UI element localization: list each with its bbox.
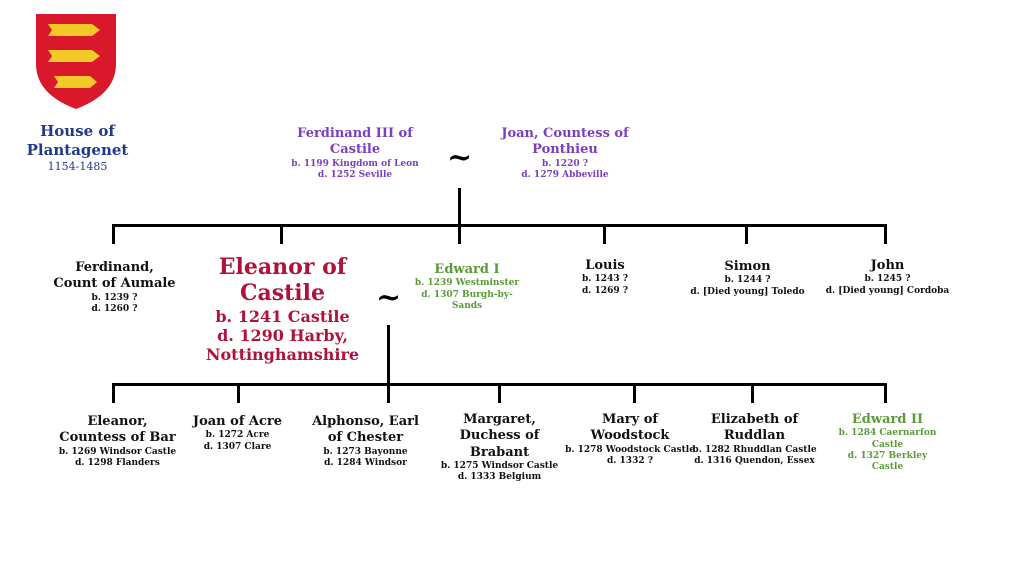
person-mary-woodstock: Mary of Woodstock b. 1278 Woodstock Cast… (565, 412, 695, 467)
house-title: House of Plantagenet 1154-1485 (20, 122, 135, 173)
drop-line (884, 383, 887, 403)
person-name: Louis (585, 258, 625, 273)
house-title-line1: House of (40, 122, 115, 140)
person-joan-of-acre: Joan of Acre b. 1272 Acre d. 1307 Clare (190, 414, 285, 453)
person-edward-i: Edward I b. 1239 Westminster d. 1307 Bur… (412, 262, 522, 312)
drop-line (280, 224, 283, 244)
person-died: d. 1332 ? (606, 455, 653, 466)
drop-line (603, 224, 606, 244)
person-born: b. 1272 Acre (205, 430, 270, 441)
person-died: d. 1260 ? (91, 303, 138, 314)
person-born: b. 1282 Rhuddlan Castle (692, 444, 817, 455)
person-louis: Louis b. 1243 ? d. 1269 ? (560, 258, 650, 297)
person-name: Ferdinand, Count of Aumale (53, 260, 176, 292)
person-born: b. 1275 Windsor Castle (440, 460, 559, 471)
marriage-symbol: ~ (447, 140, 473, 175)
person-died: d. 1333 Belgium (457, 472, 542, 482)
person-born: b. 1241 Castile (215, 306, 350, 326)
person-simon: Simon b. 1244 ? d. [Died young] Toledo (680, 259, 815, 298)
person-died: d. 1307 Burgh-by-Sands (421, 289, 513, 311)
person-died: d. [Died young] Toledo (690, 286, 805, 297)
person-name: Ferdinand III of Castile (297, 126, 413, 158)
person-name: Edward II (851, 412, 924, 427)
person-name: Elizabeth of Ruddlan (710, 412, 799, 444)
person-born: b. 1278 Woodstock Castle (565, 444, 695, 455)
person-died: d. 1269 ? (581, 285, 628, 296)
person-born: b. 1239 ? (91, 292, 138, 303)
person-born: b. 1273 Bayonne (323, 446, 408, 457)
person-born: b. 1284 Caernarfon Castle (838, 428, 937, 450)
person-eleanor-of-castile: Eleanor of Castile b. 1241 Castile d. 12… (180, 254, 385, 364)
person-born: b. 1199 Kingdom of Leon (291, 158, 419, 169)
house-years: 1154-1485 (47, 159, 108, 173)
drop-line (498, 383, 501, 403)
person-died: d. 1290 Harby, Nottinghamshire (205, 325, 360, 365)
person-name: Margaret, Duchess of Brabant (459, 412, 540, 460)
person-name: Simon (724, 259, 771, 274)
plantagenet-shield-logo (36, 14, 116, 109)
person-born: b. 1245 ? (864, 274, 911, 285)
person-joan-ponthieu: Joan, Countess of Ponthieu b. 1220 ? d. … (495, 126, 635, 181)
person-born: b. 1243 ? (581, 274, 628, 285)
person-died: d. [Died young] Cordoba (825, 285, 950, 296)
person-edward-ii: Edward II b. 1284 Caernarfon Castle d. 1… (835, 412, 940, 473)
person-elizabeth-ruddlan: Elizabeth of Ruddlan b. 1282 Rhuddlan Ca… (692, 412, 817, 467)
person-eleanor-bar: Eleanor, Countess of Bar b. 1269 Windsor… (55, 414, 180, 469)
person-name: Mary of Woodstock (590, 412, 670, 444)
person-died: d. 1279 Abbeville (521, 169, 609, 180)
drop-line (387, 383, 390, 403)
person-john: John b. 1245 ? d. [Died young] Cordoba (820, 258, 955, 297)
person-died: d. 1252 Seville (317, 169, 393, 180)
person-ferdinand-iii: Ferdinand III of Castile b. 1199 Kingdom… (285, 126, 425, 181)
person-ferdinand-aumale: Ferdinand, Count of Aumale b. 1239 ? d. … (52, 260, 177, 315)
generation2-bar (112, 224, 886, 227)
drop-line (112, 224, 115, 244)
person-name: Edward I (434, 262, 500, 277)
person-name: Eleanor of Castile (218, 254, 347, 307)
drop-line (458, 224, 461, 244)
person-died: d. 1316 Quendon, Essex (694, 455, 815, 466)
person-name: Joan, Countess of Ponthieu (501, 126, 629, 158)
person-name: Joan of Acre (192, 414, 283, 429)
person-born: b. 1269 Windsor Castle (58, 446, 177, 457)
person-born: b. 1244 ? (724, 275, 771, 286)
person-alphonso: Alphonso, Earl of Chester b. 1273 Bayonn… (303, 414, 428, 469)
person-born: b. 1220 ? (541, 158, 588, 169)
person-died: d. 1284 Windsor (324, 457, 407, 468)
person-died: d. 1327 Berkley Castle (847, 450, 928, 472)
person-born: b. 1239 Westminster (414, 278, 520, 289)
drop-line (884, 224, 887, 244)
person-name: Eleanor, Countess of Bar (59, 414, 176, 446)
person-name: John (870, 258, 905, 273)
person-died: d. 1307 Clare (203, 441, 272, 452)
house-title-line2: Plantagenet (26, 140, 129, 159)
parents-drop-line (458, 188, 461, 226)
drop-line (633, 383, 636, 403)
marriage-symbol: ~ (376, 280, 402, 315)
person-died: d. 1298 Flanders (75, 457, 160, 468)
couple-drop-line (387, 325, 390, 385)
drop-line (237, 383, 240, 403)
person-margaret: Margaret, Duchess of Brabant b. 1275 Win… (432, 412, 567, 483)
person-name: Alphonso, Earl of Chester (312, 414, 419, 446)
drop-line (112, 383, 115, 403)
drop-line (751, 383, 754, 403)
drop-line (745, 224, 748, 244)
